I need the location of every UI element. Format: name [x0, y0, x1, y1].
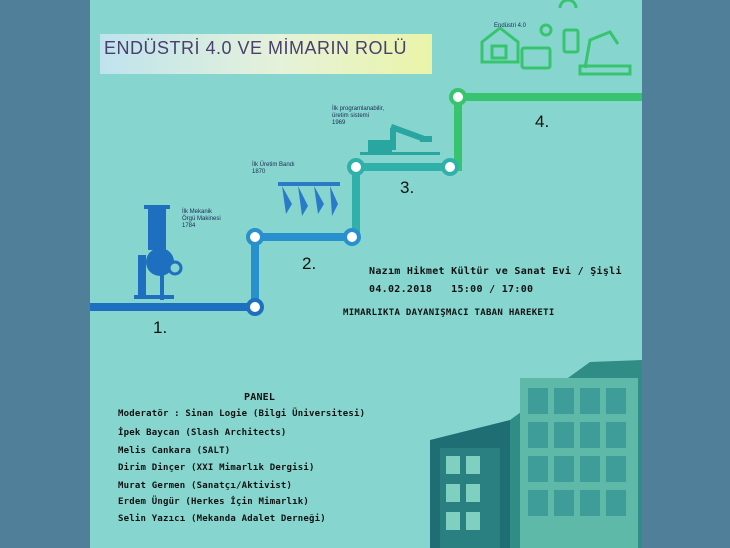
timeline-node — [347, 158, 365, 176]
step4-number: 4. — [535, 112, 550, 131]
event-organizer: Mimarlıkta Dayanışmacı Taban Hareketi — [343, 308, 555, 318]
panel-speaker: Dirim Dinçer (XXI Mimarlık Dergisi) — [118, 463, 315, 473]
event-venue: Nazım Hikmet Kültür ve Sanat Evi / Şişli — [369, 266, 622, 277]
timeline-node — [246, 298, 264, 316]
timeline-segment-4 — [446, 93, 642, 171]
robot-arm-icon — [360, 124, 440, 155]
timeline-node — [441, 158, 459, 176]
timeline-node — [246, 228, 264, 246]
step3-caption: İlk programlanabilir, üretim sistemi 196… — [332, 106, 385, 126]
panel-speaker: Melis Cankara (SALT) — [118, 446, 231, 456]
step2-number: 2. — [302, 254, 317, 273]
assembly-line-icon — [278, 182, 340, 216]
step1-caption: İlk Mekanik Örgü Makinesi 1784 — [182, 209, 221, 229]
timeline-graphic — [90, 0, 642, 548]
building-illustration — [430, 360, 642, 548]
event-poster: ENDÜSTRİ 4.0 VE MİMARIN ROLÜ — [90, 0, 642, 548]
industry40-icons — [480, 0, 632, 76]
timeline-node — [449, 88, 467, 106]
title-banner — [100, 34, 432, 74]
panel-moderator: Moderatör : Sinan Logie (Bilgi Üniversit… — [118, 409, 366, 419]
panel-speaker: İpek Baycan (Slash Architects) — [118, 428, 287, 438]
panel-speaker: Erdem Üngür (Herkes İçin Mimarlık) — [118, 497, 310, 507]
panel-speaker: Selin Yazıcı (Mekanda Adalet Derneği) — [118, 514, 326, 524]
event-datetime: 04.02.2018 15:00 / 17:00 — [369, 284, 534, 295]
step4-caption: Endüstri 4.0 — [494, 23, 527, 29]
step2-caption: İlk Üretim Bandı 1870 — [252, 162, 295, 175]
panel-speaker: Murat Germen (Sanatçı/Aktivist) — [118, 481, 293, 491]
panel-heading: PANEL — [244, 392, 276, 403]
timeline-segment-2 — [246, 233, 356, 311]
knitting-machine-icon — [134, 205, 183, 300]
timeline-node — [343, 228, 361, 246]
step1-number: 1. — [153, 318, 168, 337]
step3-number: 3. — [400, 178, 415, 197]
poster-title: ENDÜSTRİ 4.0 VE MİMARIN ROLÜ — [104, 38, 408, 58]
